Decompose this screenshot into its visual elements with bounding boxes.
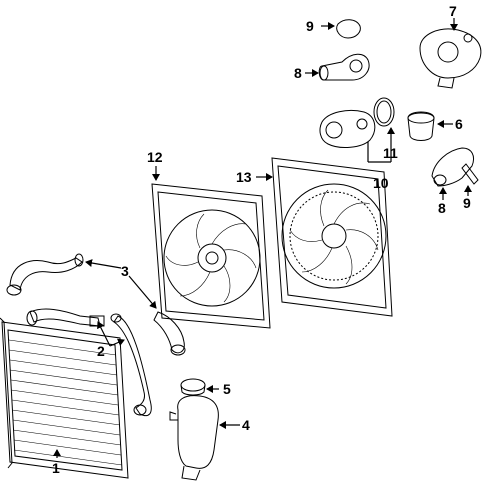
leader-lines xyxy=(53,18,472,458)
thermostat xyxy=(407,111,435,141)
fan-blades-left xyxy=(165,213,257,303)
callout-4: 4 xyxy=(242,417,250,433)
callout-1: 1 xyxy=(52,460,60,476)
upper-radiator-hose xyxy=(6,253,84,296)
thermostat-housing-top xyxy=(318,53,370,81)
callout-12: 12 xyxy=(147,149,163,165)
callout-labels: 1 2 3 4 5 6 7 8 8 9 9 10 11 12 13 xyxy=(52,3,471,476)
callout-2: 2 xyxy=(97,343,105,359)
coolant-hose-long xyxy=(110,313,152,417)
callout-7: 7 xyxy=(449,3,457,19)
thermostat-housing-lower xyxy=(431,147,475,187)
expansion-tank xyxy=(169,395,219,481)
callout-8-top: 8 xyxy=(294,65,302,81)
fan-blades-right xyxy=(289,189,379,285)
water-pump xyxy=(319,109,376,148)
radiator-fins xyxy=(8,339,123,466)
callout-3: 3 xyxy=(121,263,129,279)
callout-5: 5 xyxy=(223,381,231,397)
o-ring xyxy=(373,97,395,127)
callout-8-lower: 8 xyxy=(438,200,446,216)
radiator xyxy=(0,317,129,479)
gasket-lower xyxy=(461,163,479,185)
thermostat-housing xyxy=(419,28,482,89)
callout-13: 13 xyxy=(236,169,252,185)
expansion-tank-cap xyxy=(180,378,206,396)
callout-9-lower: 9 xyxy=(463,195,471,211)
callout-10: 10 xyxy=(373,175,389,191)
fan-shroud-left xyxy=(151,183,271,329)
callout-9-top: 9 xyxy=(306,18,314,34)
lower-radiator-hose xyxy=(26,308,105,327)
gasket-top xyxy=(336,19,361,39)
fan-shroud-right xyxy=(271,157,393,317)
callout-11: 11 xyxy=(383,145,398,161)
coolant-hose-short xyxy=(153,311,186,356)
callout-6: 6 xyxy=(455,116,463,132)
